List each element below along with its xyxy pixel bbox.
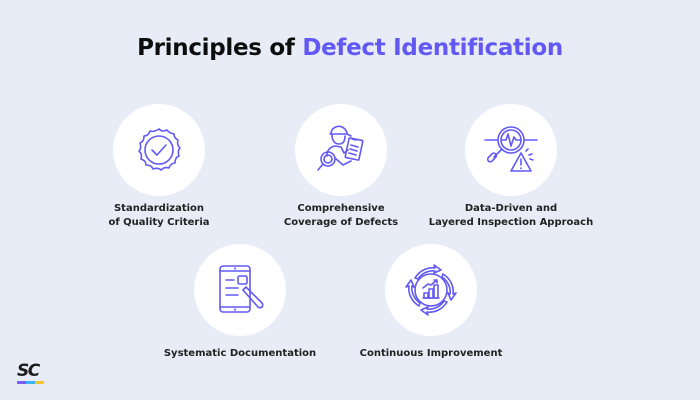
principle-standardization-label: Standardization of Quality Criteria xyxy=(108,203,210,228)
title-accent: Defect Identification xyxy=(302,35,563,61)
principle-documentation-circle xyxy=(194,244,286,336)
principle-documentation-label: Systematic Documentation xyxy=(163,348,317,359)
brand-logo: SC xyxy=(17,362,49,386)
principle-coverage-label: Comprehensive Coverage of Defects xyxy=(283,203,399,228)
page-title: Principles of Defect Identification xyxy=(0,35,700,61)
quality-badge-check-icon xyxy=(138,128,181,171)
principle-improvement-label: Continuous Improvement xyxy=(359,348,503,359)
principle-standardization-circle xyxy=(113,104,205,196)
logo-bar-purple xyxy=(17,381,26,384)
logo-color-bar xyxy=(17,381,49,384)
principle-data-driven-circle xyxy=(465,104,557,196)
principle-coverage-circle xyxy=(295,104,387,196)
logo-text: SC xyxy=(17,361,40,381)
inspector-magnifier-clipboard-icon xyxy=(317,125,364,171)
principle-improvement-circle xyxy=(385,244,477,336)
title-prefix: Principles of xyxy=(137,35,303,61)
cycle-arrows-bar-chart-icon xyxy=(405,264,457,316)
logo-bar-blue xyxy=(26,381,35,384)
magnifier-waveform-warning-icon xyxy=(484,126,538,172)
principle-data-driven-label: Data-Driven and Layered Inspection Appro… xyxy=(428,203,594,228)
tablet-document-pen-icon xyxy=(219,265,264,313)
logo-bar-yellow xyxy=(35,381,44,384)
